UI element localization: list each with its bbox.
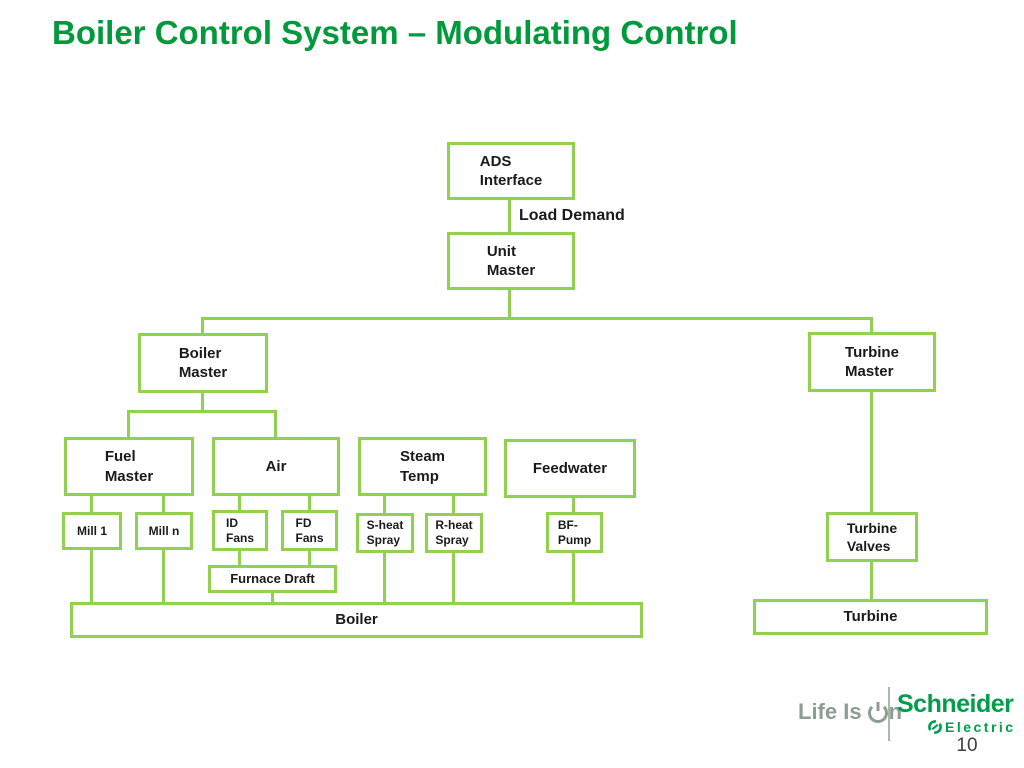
node-furnace-draft: Furnace Draft xyxy=(208,565,337,593)
node-label: ID xyxy=(225,515,238,530)
connector-feedwater-to-bfpump xyxy=(572,498,575,512)
node-ads-interface: ADS Interface xyxy=(447,142,575,200)
connector-steam-to-sheat xyxy=(383,496,386,513)
node-label: Fans xyxy=(295,530,324,545)
node-label: ADS xyxy=(479,152,512,170)
connector-steam-to-rheat xyxy=(452,496,455,513)
connector-rheat-to-boiler xyxy=(452,553,455,602)
connector-id-fans-to-furnace xyxy=(238,551,241,565)
connector-fuel-to-milln xyxy=(162,496,165,512)
connector-air-to-fd-fans xyxy=(308,496,311,510)
node-label: Temp xyxy=(399,467,439,485)
node-bf-pump: BF-Pump xyxy=(546,512,603,553)
node-label: Furnace Draft xyxy=(230,570,315,586)
node-feedwater: Feedwater xyxy=(504,439,636,498)
connector-boiler-master-bus xyxy=(127,410,277,413)
node-label: Turbine xyxy=(843,608,898,626)
connector-mill1-to-boiler xyxy=(90,550,93,602)
node-label: FD xyxy=(295,515,312,530)
connector-boiler-master-down xyxy=(201,393,204,413)
connector-fd-fans-to-furnace xyxy=(308,551,311,565)
node-label: Master xyxy=(178,364,228,381)
connector-valves-to-turbine xyxy=(870,562,873,599)
connector-unit-to-bus xyxy=(508,290,511,320)
node-label: Air xyxy=(265,457,287,475)
node-label: Feedwater xyxy=(532,459,608,477)
node-label: Interface xyxy=(479,172,543,189)
node-label: S-heat xyxy=(366,518,404,532)
connector-milln-to-boiler xyxy=(162,550,165,602)
node-mill-1: Mill 1 xyxy=(62,512,122,550)
power-on-icon xyxy=(867,703,888,723)
connector-air-to-id-fans xyxy=(238,496,241,510)
node-label: Master xyxy=(845,363,894,380)
connector-bus-to-turbine-master xyxy=(870,317,873,332)
connector-bfpump-to-boiler xyxy=(572,553,575,602)
footer-divider xyxy=(888,687,890,741)
node-label: Mill n xyxy=(148,523,180,538)
schneider-emblem-icon xyxy=(928,720,942,734)
node-label: Turbine xyxy=(845,343,899,361)
node-mill-n: Mill n xyxy=(135,512,193,550)
connector-to-fuel-master xyxy=(127,410,130,437)
life-is-on-tagline: Life Is n xyxy=(798,699,902,725)
node-label: Fuel xyxy=(104,448,136,465)
node-label: Unit xyxy=(486,242,516,260)
node-label: Boiler xyxy=(178,344,222,362)
node-label: Fans xyxy=(225,530,254,545)
node-air: Air xyxy=(212,437,340,496)
node-label: Turbine xyxy=(846,519,898,536)
connector-bus-to-boiler-master xyxy=(201,317,204,333)
brand-sub-label: Electric xyxy=(945,719,1016,735)
schneider-brand-name: Schneider xyxy=(897,690,1014,718)
node-label: Pump xyxy=(557,532,592,547)
node-turbine: Turbine xyxy=(753,599,988,635)
connector-turbine-master-to-valves xyxy=(870,392,873,512)
slide-title: Boiler Control System – Modulating Contr… xyxy=(52,14,738,51)
node-label: Spray xyxy=(435,533,469,547)
node-label: Valves xyxy=(846,538,891,554)
node-label: Master xyxy=(104,467,154,485)
connector-furnace-to-boiler xyxy=(271,593,274,602)
node-boiler: Boiler xyxy=(70,602,643,638)
node-label: Master xyxy=(486,262,536,279)
connector-bus-horizontal xyxy=(201,317,873,320)
node-label: Boiler xyxy=(335,611,378,629)
node-label: Steam xyxy=(399,448,446,465)
page-number: 10 xyxy=(956,735,978,756)
connector-ads-to-unit xyxy=(508,200,511,232)
schneider-brand-sub: Electric xyxy=(927,719,1016,735)
tagline-text: n xyxy=(888,699,903,724)
node-label: BF- xyxy=(557,517,578,532)
node-label: R-heat xyxy=(435,518,473,532)
load-demand-label: Load Demand xyxy=(519,207,625,224)
node-label: Mill 1 xyxy=(76,523,107,538)
connector-fuel-to-mill1 xyxy=(90,496,93,512)
node-label: Spray xyxy=(366,533,401,547)
tagline-text: Life Is xyxy=(798,699,862,724)
connector-to-air xyxy=(274,410,277,437)
connector-sheat-to-boiler xyxy=(383,553,386,602)
